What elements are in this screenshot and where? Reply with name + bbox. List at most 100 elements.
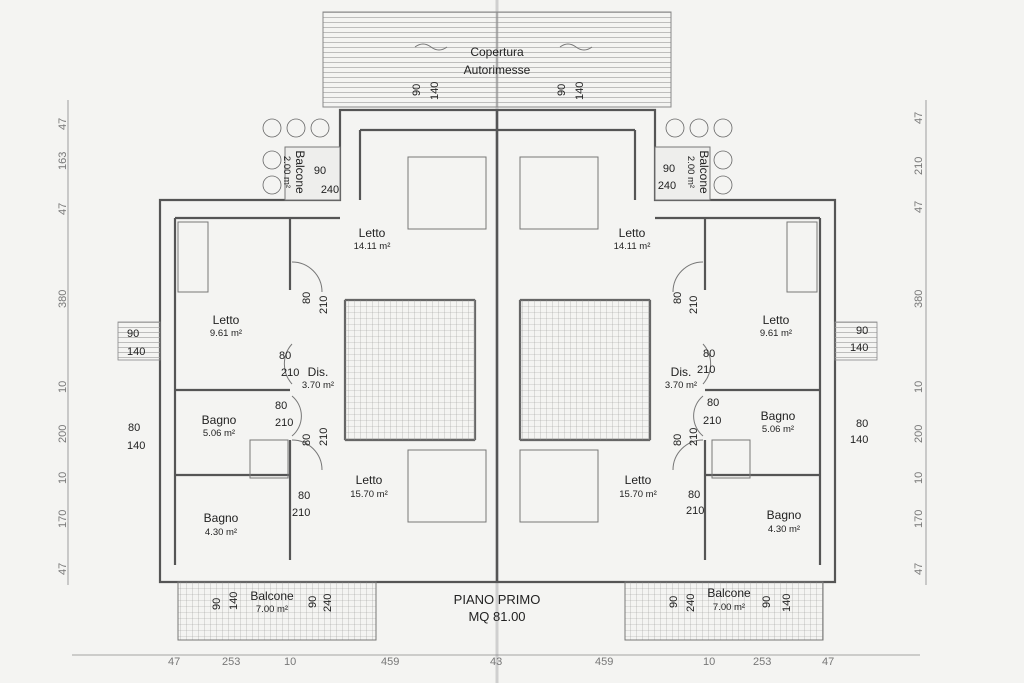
side-window-width-right: 90 bbox=[856, 325, 868, 337]
svg-text:47: 47 bbox=[913, 112, 925, 124]
svg-text:47: 47 bbox=[822, 656, 834, 668]
room-area: 9.61 m² bbox=[760, 328, 792, 339]
door-width-bagno2-right: 80 bbox=[688, 489, 700, 501]
room-area: 14.11 m² bbox=[354, 241, 391, 252]
ext-window-width-left: 80 bbox=[128, 422, 140, 434]
floor-caption: PIANO PRIMO MQ 81.00 bbox=[454, 592, 541, 624]
svg-text:380: 380 bbox=[57, 290, 69, 308]
room-bagno-lower-right: Bagno 4.30 m² bbox=[767, 508, 802, 535]
roof-title-line2: Autorimesse bbox=[464, 63, 531, 77]
svg-text:47: 47 bbox=[57, 203, 69, 215]
room-name: Letto bbox=[213, 313, 240, 327]
svg-text:459: 459 bbox=[381, 656, 399, 668]
balcony-label-bottom-left: Balcone 7.00 m² bbox=[250, 589, 294, 615]
door-height-bagno-left: 210 bbox=[275, 417, 293, 429]
room-name: Dis. bbox=[671, 365, 692, 379]
svg-text:200: 200 bbox=[913, 425, 925, 443]
svg-text:200: 200 bbox=[57, 425, 69, 443]
svg-text:43: 43 bbox=[490, 656, 502, 668]
dimension-lines bbox=[67, 100, 927, 656]
side-window-height-left: 140 bbox=[127, 346, 145, 358]
svg-text:10: 10 bbox=[913, 472, 925, 484]
balcony-name: Balcone bbox=[293, 150, 307, 194]
side-window-right bbox=[834, 321, 878, 361]
door-width-bagno-right: 80 bbox=[707, 397, 719, 409]
balcony-area: 2.00 m² bbox=[685, 156, 696, 188]
room-letto-bottom-left: Letto 15.70 m² bbox=[350, 473, 388, 500]
dimensions-right: 47 210 47 380 10 200 10 170 47 bbox=[913, 112, 925, 575]
plant-icon-group-left bbox=[262, 118, 330, 195]
balcony-door-width-left: 90 bbox=[307, 596, 319, 608]
door-width-bagno2-left: 80 bbox=[298, 490, 310, 502]
garage-roof: Copertura Autorimesse bbox=[322, 11, 672, 108]
door-width-letto2-right: 80 bbox=[672, 434, 684, 446]
door-width-dis-right: 80 bbox=[703, 348, 715, 360]
room-letto-top-right: Letto 14.11 m² bbox=[614, 226, 651, 252]
furniture bbox=[177, 156, 818, 523]
room-bagno-lower-left: Bagno 4.30 m² bbox=[204, 511, 239, 538]
roof-title-line1: Copertura bbox=[470, 45, 524, 59]
room-name: Letto bbox=[356, 473, 383, 487]
plant-icon-group-right bbox=[665, 118, 733, 195]
side-window-width-left: 90 bbox=[127, 328, 139, 340]
room-dis-right: Dis. 3.70 m² bbox=[665, 365, 697, 391]
svg-text:253: 253 bbox=[753, 656, 771, 668]
svg-text:459: 459 bbox=[595, 656, 613, 668]
balcony-name: Balcone bbox=[707, 586, 751, 600]
room-area: 4.30 m² bbox=[768, 524, 800, 535]
balcony-label-top-left: Balcone 2.00 m² 90 240 bbox=[281, 150, 339, 196]
door-height-dis-right: 210 bbox=[697, 364, 715, 376]
svg-text:47: 47 bbox=[57, 563, 69, 575]
room-area: 5.06 m² bbox=[762, 424, 794, 435]
door-height-letto2-right: 210 bbox=[688, 428, 700, 446]
opening-width: 90 bbox=[663, 163, 675, 175]
svg-text:253: 253 bbox=[222, 656, 240, 668]
balcony-window-height-left: 140 bbox=[228, 592, 240, 610]
room-name: Letto bbox=[625, 473, 652, 487]
staircase-left bbox=[344, 299, 476, 441]
svg-text:210: 210 bbox=[913, 157, 925, 175]
opening-width: 90 bbox=[314, 165, 326, 177]
room-area: 14.11 m² bbox=[614, 241, 651, 252]
roof-window-height-left: 140 bbox=[429, 82, 441, 100]
door-width-letto-right: 80 bbox=[672, 292, 684, 304]
balcony-window-width-left: 90 bbox=[211, 598, 223, 610]
svg-text:10: 10 bbox=[57, 381, 69, 393]
room-area: 5.06 m² bbox=[203, 428, 235, 439]
room-letto-side-right: Letto 9.61 m² bbox=[760, 313, 792, 339]
room-area: 15.70 m² bbox=[619, 489, 657, 500]
ext-window-width-right: 80 bbox=[856, 418, 868, 430]
door-height-bagno2-left: 210 bbox=[292, 507, 310, 519]
balcony-door-height-left: 240 bbox=[322, 594, 334, 612]
svg-text:47: 47 bbox=[57, 118, 69, 130]
balcony-window-height-right: 140 bbox=[781, 594, 793, 612]
door-height-letto-left: 210 bbox=[318, 296, 330, 314]
balcony-door-width-right: 90 bbox=[668, 596, 680, 608]
svg-text:380: 380 bbox=[913, 290, 925, 308]
door-height-bagno-right: 210 bbox=[703, 415, 721, 427]
room-name: Letto bbox=[619, 226, 646, 240]
svg-text:47: 47 bbox=[913, 563, 925, 575]
door-width-dis-left: 80 bbox=[279, 350, 291, 362]
balcony-bottom-left bbox=[177, 581, 377, 641]
svg-text:170: 170 bbox=[913, 510, 925, 528]
opening-labels: 90 140 90 140 90 140 90 140 80 210 80 21… bbox=[127, 82, 868, 612]
svg-text:47: 47 bbox=[913, 201, 925, 213]
balcony-name: Balcone bbox=[250, 589, 294, 603]
svg-text:10: 10 bbox=[913, 381, 925, 393]
svg-text:163: 163 bbox=[57, 152, 69, 170]
balcony-label-top-right: Balcone 2.00 m² 90 240 bbox=[658, 150, 711, 194]
room-area: 15.70 m² bbox=[350, 489, 388, 500]
svg-text:10: 10 bbox=[284, 656, 296, 668]
room-area: 9.61 m² bbox=[210, 328, 242, 339]
room-name: Bagno bbox=[767, 508, 802, 522]
balcony-top-left bbox=[262, 118, 341, 201]
room-name: Bagno bbox=[204, 511, 239, 525]
balcony-area: 2.00 m² bbox=[281, 156, 292, 188]
door-width-letto2-left: 80 bbox=[301, 434, 313, 446]
room-name: Bagno bbox=[202, 413, 237, 427]
balcony-name: Balcone bbox=[697, 150, 711, 194]
dimensions-left: 47 163 47 380 10 200 10 170 47 bbox=[57, 118, 69, 575]
balcony-area: 7.00 m² bbox=[256, 604, 288, 615]
